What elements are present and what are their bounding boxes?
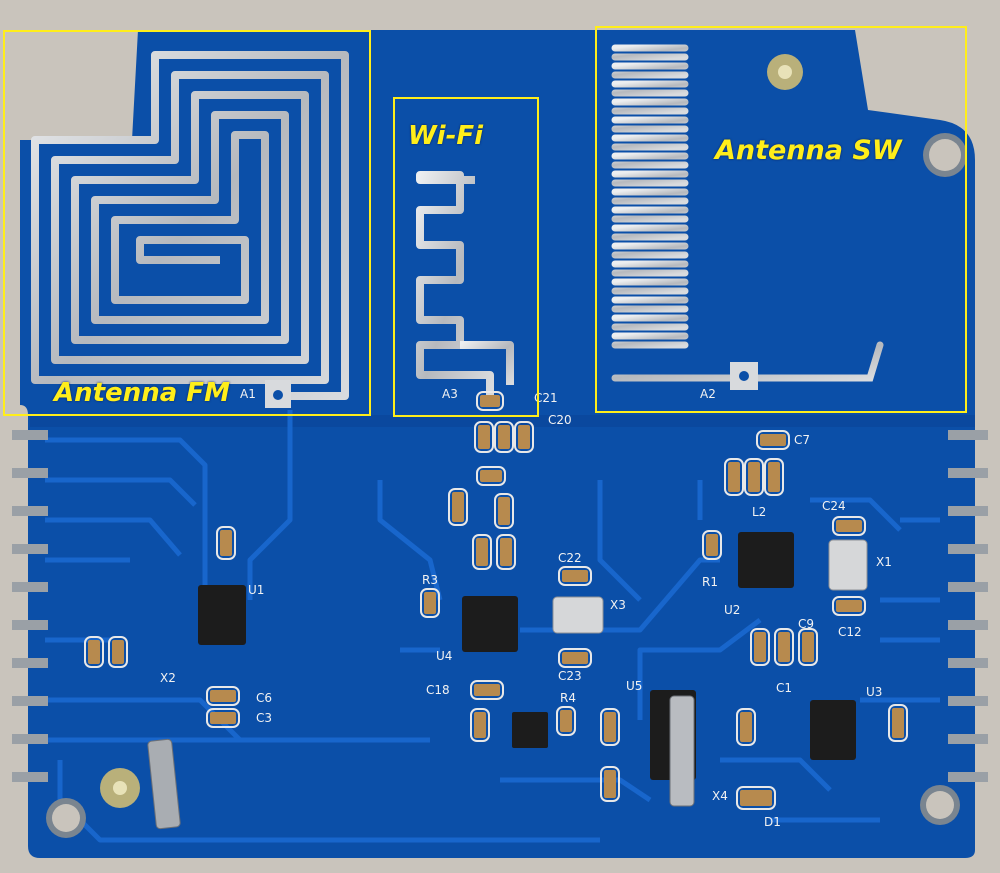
svg-text:U4: U4	[436, 649, 452, 663]
svg-text:C1: C1	[776, 681, 792, 695]
svg-text:C3: C3	[256, 711, 272, 725]
antenna-fm-label: Antenna FM	[54, 378, 230, 408]
svg-text:U2: U2	[724, 603, 740, 617]
svg-text:A2: A2	[700, 387, 716, 401]
svg-text:C22: C22	[558, 551, 582, 565]
svg-text:U1: U1	[248, 583, 264, 597]
svg-text:R3: R3	[422, 573, 438, 587]
svg-text:D1: D1	[764, 815, 781, 829]
svg-text:X3: X3	[610, 598, 626, 612]
svg-text:C20: C20	[548, 413, 572, 427]
crystals	[147, 539, 868, 830]
svg-text:A3: A3	[442, 387, 458, 401]
svg-text:X4: X4	[712, 789, 728, 803]
svg-text:R1: R1	[702, 575, 718, 589]
svg-text:X1: X1	[876, 555, 892, 569]
svg-text:C18: C18	[426, 683, 450, 697]
svg-text:U5: U5	[626, 679, 642, 693]
svg-text:C23: C23	[558, 669, 582, 683]
wifi-label: Wi-Fi	[408, 121, 484, 151]
svg-text:C24: C24	[822, 499, 846, 513]
svg-text:C6: C6	[256, 691, 272, 705]
svg-text:A1: A1	[240, 387, 256, 401]
silkscreen-labels: A1 A3 A2 U1 U4 U2 U3 U5 X1 X3 X4 X2 C21 …	[160, 387, 892, 829]
passives	[84, 391, 908, 810]
header-pins	[12, 430, 988, 782]
svg-text:C12: C12	[838, 625, 862, 639]
svg-text:U3: U3	[866, 685, 882, 699]
svg-text:C7: C7	[794, 433, 810, 447]
svg-text:C21: C21	[534, 391, 558, 405]
svg-text:C9: C9	[798, 617, 814, 631]
antenna-sw-label: Antenna SW	[715, 135, 902, 166]
svg-text:X2: X2	[160, 671, 176, 685]
svg-text:L2: L2	[752, 505, 766, 519]
svg-text:R4: R4	[560, 691, 576, 705]
